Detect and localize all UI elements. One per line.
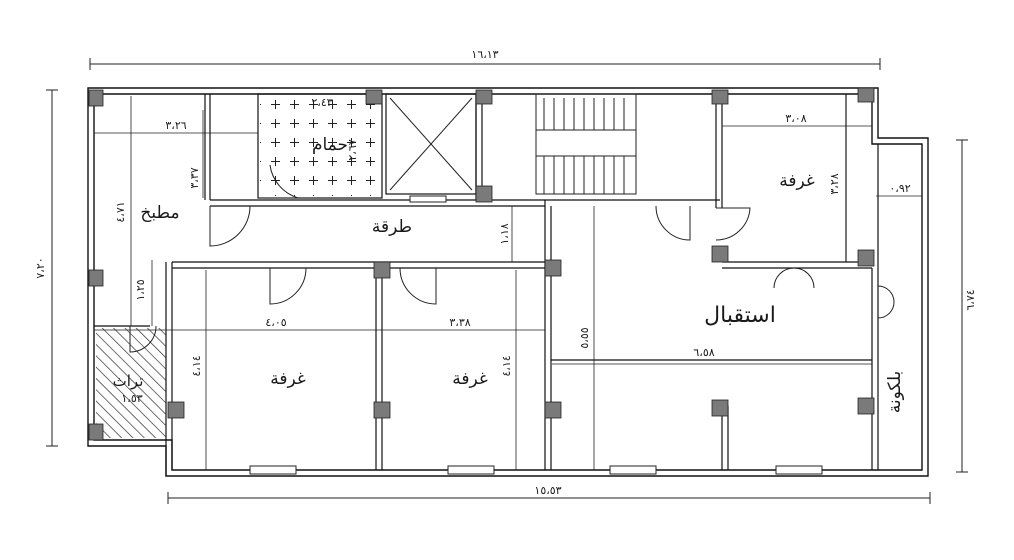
- dimension-lines: [46, 58, 968, 504]
- dim-kitchen-height-a: ٣،٣٧: [188, 167, 201, 188]
- dim-bath-width: ٢،٤٣: [311, 96, 332, 109]
- dim-total-right: ٦،٧٤: [964, 289, 977, 310]
- interior-dimension-lines: [94, 94, 922, 470]
- dim-bedroom-mid-height: ٤،١٤: [500, 355, 513, 376]
- dim-laundry-height: ١،٢٥: [134, 279, 147, 300]
- label-kitchen: مطبخ: [140, 203, 179, 223]
- label-bedroom-left: غرفة: [270, 369, 306, 389]
- label-corridor: طرقة: [372, 217, 412, 237]
- dim-total-left: ٧،٢٠: [34, 257, 47, 278]
- laundry-hatch: [96, 328, 166, 438]
- dim-bedroom-mid-width: ٣،٣٨: [449, 316, 470, 329]
- windows: [249, 195, 823, 475]
- dim-bath-height: ٢،٦٧: [346, 139, 359, 160]
- label-laundry: تراث: [113, 372, 144, 390]
- label-bedroom-middle: غرفة: [452, 369, 488, 389]
- dim-balcony-width: ٠،٩٢: [889, 182, 910, 195]
- elevator-shaft: [389, 97, 473, 191]
- dim-laundry-width: ١،٥٣: [121, 392, 142, 405]
- stairs: [535, 93, 637, 195]
- dim-reception-width: ٦،٥٨: [693, 346, 714, 359]
- columns: [88, 87, 875, 441]
- dim-kitchen-height-b: ٤،٧١: [114, 201, 127, 222]
- bath-tiles: [260, 96, 380, 196]
- dim-room-top-right-height: ٣،٢٨: [828, 173, 841, 194]
- dim-total-bottom: ١٥،٥٣: [534, 484, 561, 497]
- dim-corridor-length: ١،١٨: [498, 223, 511, 244]
- doors: [129, 164, 895, 353]
- dim-total-top: ١٦،١٣: [471, 48, 498, 61]
- label-bathroom: حمام: [312, 135, 348, 155]
- dim-bedroom-left-width: ٤،٠٥: [265, 316, 286, 329]
- dim-reception-height: ٥،٥٥: [578, 327, 591, 348]
- label-bedroom-top-right: غرفة: [779, 171, 815, 191]
- interior-walls: [94, 93, 879, 476]
- dim-bedroom-left-height: ٤،١٤: [190, 355, 203, 376]
- label-reception: استقبال: [704, 303, 776, 328]
- dim-kitchen-width: ٣،٢٦: [165, 119, 186, 132]
- outer-walls: [87, 87, 929, 477]
- dim-room-top-right-width: ٣،٠٨: [785, 112, 806, 125]
- label-balcony: بلكونة: [885, 371, 905, 413]
